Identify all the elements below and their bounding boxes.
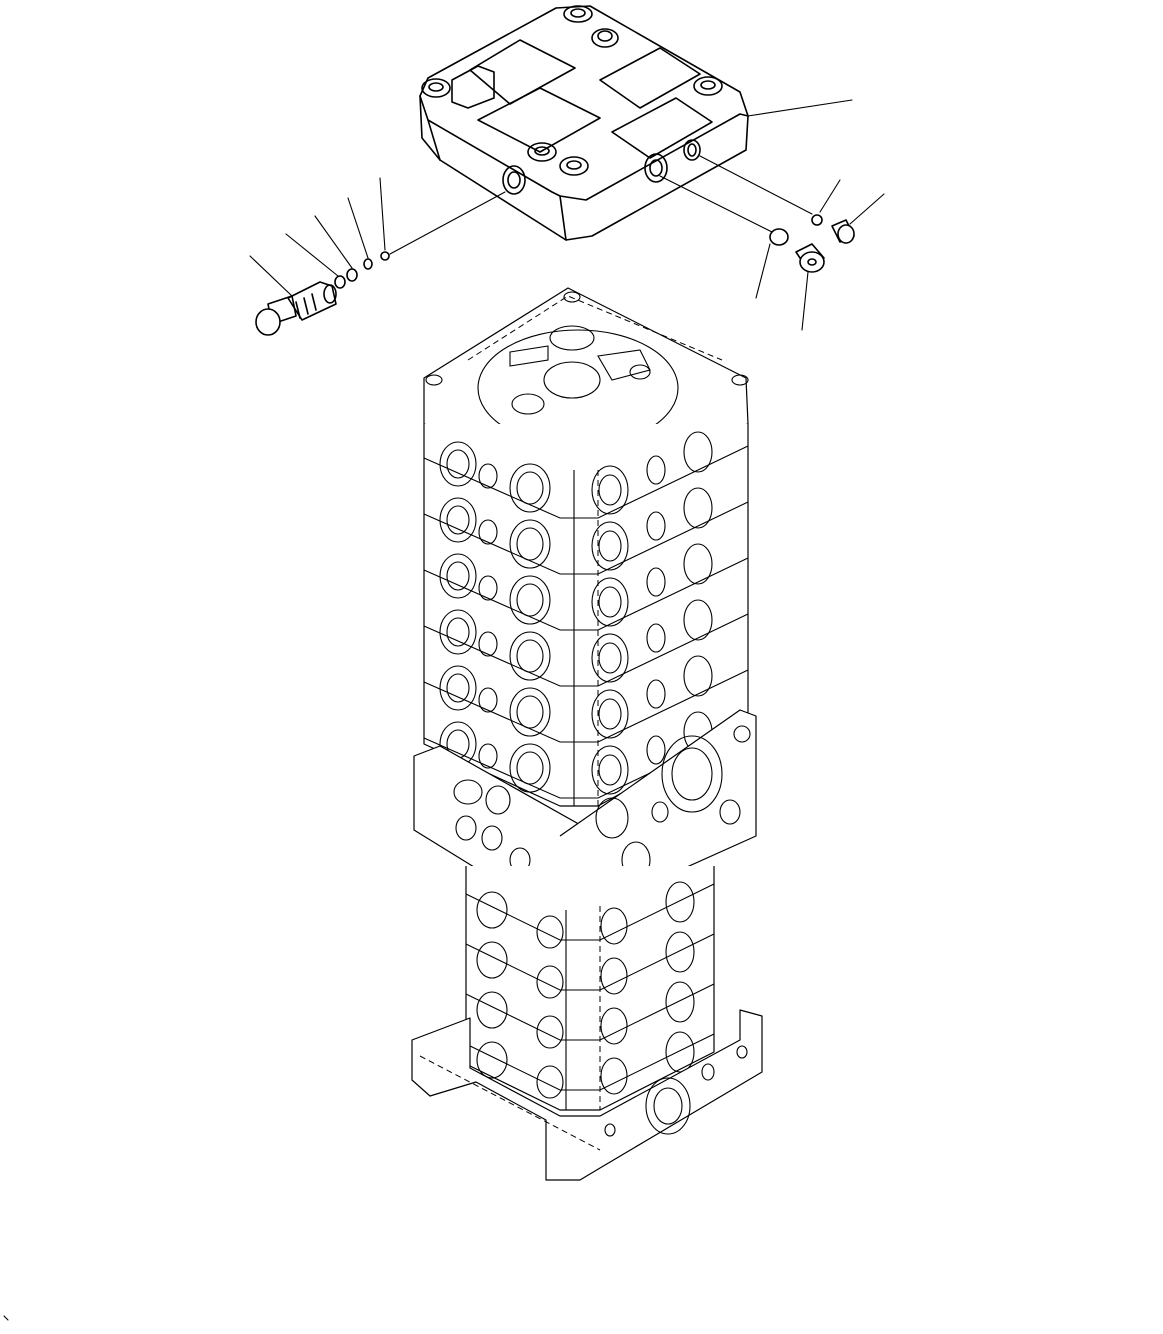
port-small [478,687,498,713]
port-small [646,511,666,541]
port-large-inner [598,754,622,786]
o-ring-right-large [769,228,789,246]
section-divider [423,501,749,575]
port-large [591,689,629,739]
flange-plug [795,243,825,273]
plug-right [831,219,855,244]
port-large-inner [598,642,622,674]
port-large [665,931,695,973]
port-medium [600,907,628,945]
port-large [591,521,629,571]
port-medium [683,599,713,641]
port-large [476,991,508,1029]
port-small [478,519,498,545]
valve-cover [419,5,749,241]
section-divider [423,445,749,519]
port-large-inner [516,751,544,785]
port-medium [536,1065,564,1099]
port-large [591,633,629,683]
port-large-inner [446,617,470,647]
port-large-inner [516,527,544,561]
section-divider [465,933,715,991]
o-ring-seal [380,251,390,261]
port-medium [683,487,713,529]
port-medium [536,965,564,999]
port-large [509,463,551,513]
port-large-inner [598,586,622,618]
port-large [509,687,551,737]
port-large-inner [446,505,470,535]
port-medium [600,1007,628,1045]
o-ring-right-small [811,214,823,226]
port-small [478,575,498,601]
port-large [439,665,477,711]
port-large [439,609,477,655]
section-divider [465,983,715,1041]
port-large [591,465,629,515]
port-large-inner [516,583,544,617]
port-small [646,623,666,653]
port-large [439,497,477,543]
leaders-right [659,155,885,331]
leaders-left [249,177,506,297]
port-medium [683,543,713,585]
section-divider [465,883,715,941]
port-large-inner [598,474,622,506]
lower-sections [465,881,715,1099]
section-divider [423,669,749,743]
backup-ring [334,275,346,289]
o-ring-small [363,258,373,270]
port-small [646,455,666,485]
plug-bolt [255,281,337,336]
port-small [646,735,666,765]
port-small [478,631,498,657]
port-large-inner [516,639,544,673]
port-medium [536,915,564,949]
port-large [591,745,629,795]
stack-sections [423,431,749,799]
corner-mark [3,1315,9,1321]
port-large [665,981,695,1023]
port-large [509,631,551,681]
port-medium [683,655,713,697]
port-small [478,743,498,769]
port-large [476,891,508,929]
section-divider [423,557,749,631]
port-small [646,679,666,709]
port-large [509,519,551,569]
port-medium [600,1057,628,1095]
port-large [509,743,551,793]
port-large-inner [598,698,622,730]
o-ring-large [346,268,358,282]
leader-cover [747,99,853,117]
port-large-inner [446,673,470,703]
port-small [646,567,666,597]
port-large-inner [516,471,544,505]
port-medium [600,957,628,995]
port-large-inner [598,530,622,562]
port-large-inner [516,695,544,729]
port-medium [536,1015,564,1049]
port-large [439,553,477,599]
port-large [591,577,629,627]
port-large-inner [446,449,470,479]
section-divider [423,613,749,687]
port-medium [683,431,713,473]
port-large [665,881,695,923]
port-large [476,941,508,979]
port-large-inner [446,561,470,591]
port-small [478,463,498,489]
section-divider [465,1033,715,1091]
control-valve-body [411,287,763,1181]
port-large [439,441,477,487]
port-large [476,1041,508,1079]
port-large [509,575,551,625]
